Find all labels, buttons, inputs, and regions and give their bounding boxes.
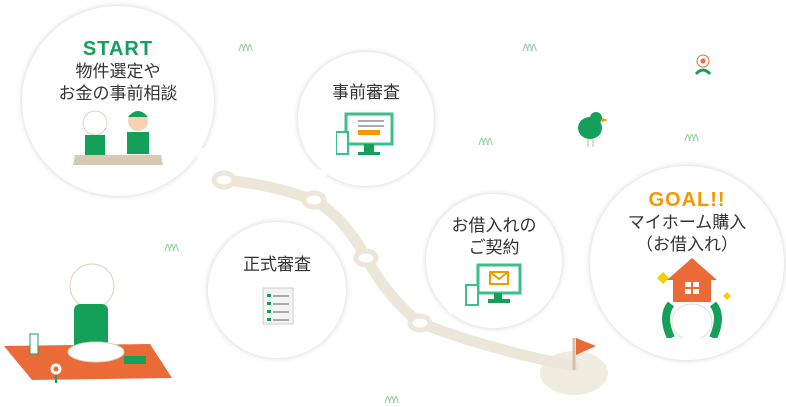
house-cat-illustration [657, 257, 731, 338]
step-label: お金の事前相談 [58, 83, 178, 104]
grass-icon: ʌʌʌ [238, 40, 253, 54]
grass-icon: ʌʌʌ [478, 134, 493, 148]
grass-icon: ʌʌʌ [164, 240, 179, 254]
step-label: 正式審査 [243, 255, 311, 275]
goal-heading: GOAL!! [648, 188, 726, 211]
path-node [211, 170, 237, 190]
path-node [301, 190, 327, 210]
step-label: （お借入れ） [636, 234, 738, 255]
step-contract-bubble: お借入れの ご契約 [426, 194, 562, 328]
step-label: お借入れの [451, 216, 537, 236]
step-label: マイホーム購入 [627, 212, 747, 233]
start-heading: START [82, 37, 154, 60]
grass-icon: ʌʌʌ [384, 392, 399, 406]
grass-icon: ʌʌʌ [522, 40, 537, 54]
computer-icon [336, 112, 394, 155]
bubble-tail [440, 300, 452, 316]
consultation-illustration [73, 110, 163, 165]
path-node [353, 248, 379, 268]
mail-computer-icon [465, 263, 522, 306]
bubble-tail [190, 148, 204, 166]
step-label: 事前審査 [332, 83, 400, 103]
step-label: 物件選定や [75, 61, 161, 82]
step-formal-screening-bubble: 正式審査 [208, 222, 346, 358]
path-node [407, 313, 433, 333]
flag-icon [572, 338, 596, 370]
step-start-bubble: START 物件選定や お金の事前相談 [22, 6, 214, 196]
step-label: ご契約 [468, 238, 520, 258]
step-goal-bubble: GOAL!! マイホーム購入 （お借入れ） [590, 166, 784, 360]
grass-icon: ʌʌʌ [684, 130, 699, 144]
checklist-icon [262, 287, 294, 325]
bubble-tail [318, 170, 330, 188]
step-pre-screening-bubble: 事前審査 [298, 52, 434, 186]
